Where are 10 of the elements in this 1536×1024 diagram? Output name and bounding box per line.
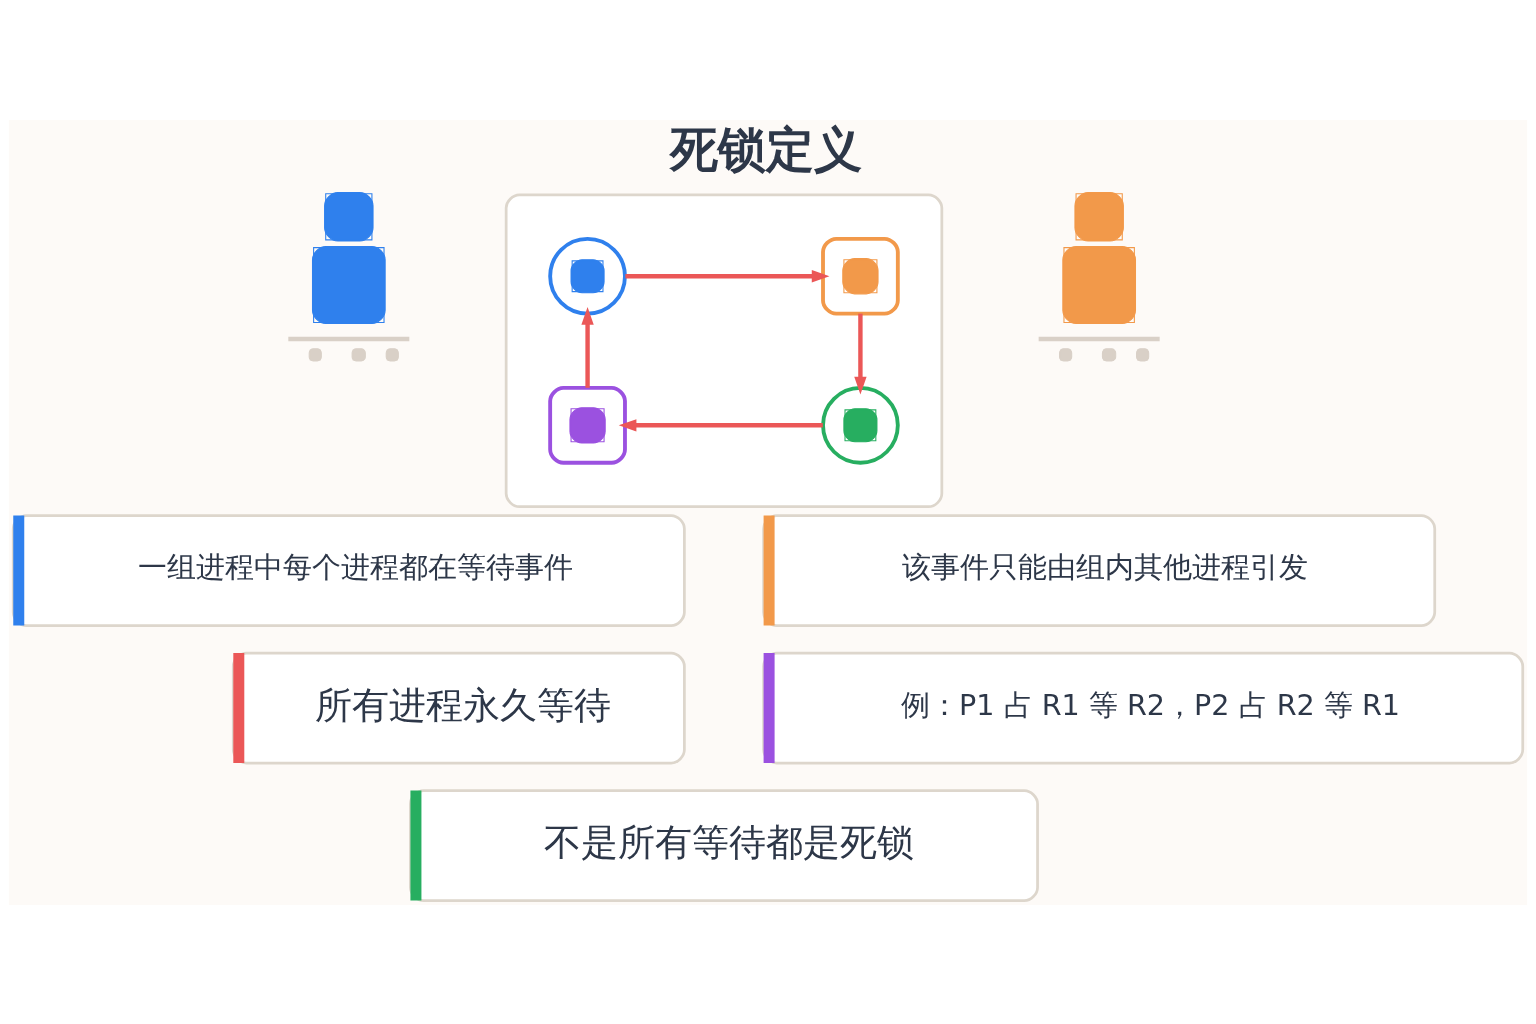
diagram-title: 死锁定义 <box>670 120 863 177</box>
arrow <box>854 313 867 394</box>
arrow <box>625 269 830 282</box>
node-box <box>821 236 900 316</box>
node-box <box>548 385 627 465</box>
node-circle <box>821 385 900 465</box>
cluster <box>504 192 944 508</box>
node-circle <box>548 236 627 316</box>
arrow <box>618 418 823 431</box>
arrow <box>581 306 594 388</box>
